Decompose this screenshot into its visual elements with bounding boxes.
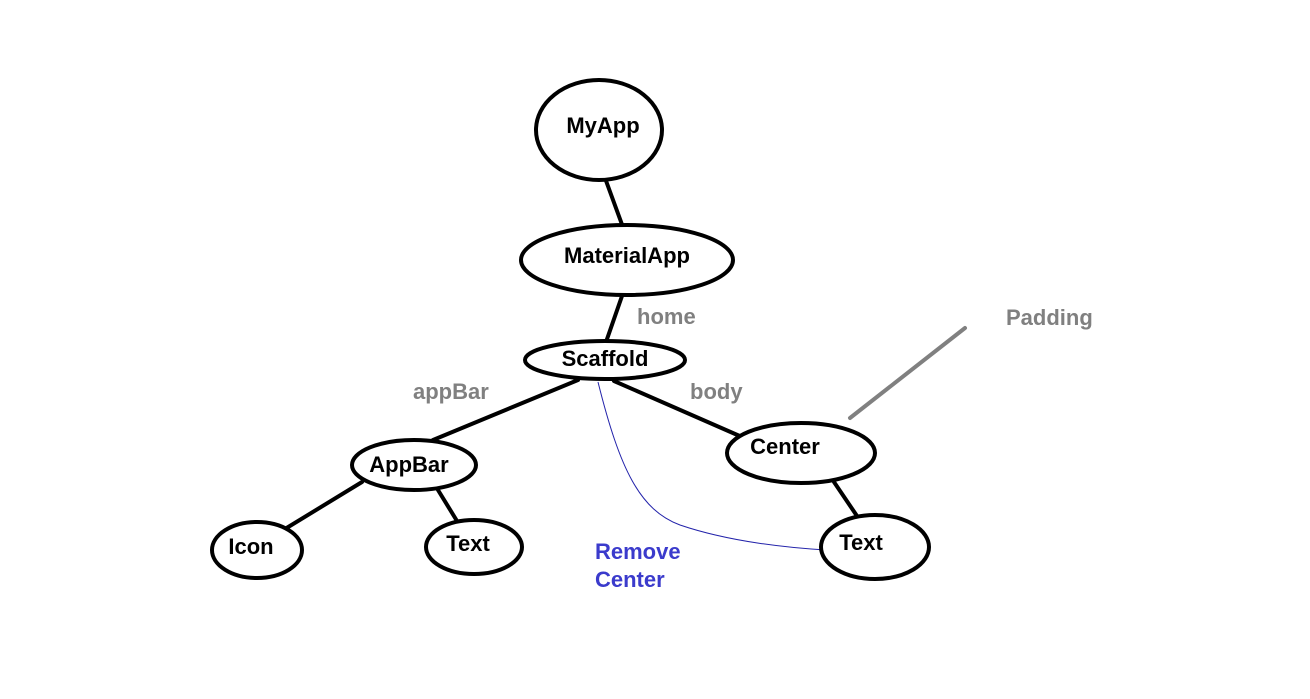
node-center: Center xyxy=(725,421,877,485)
node-label-materialapp: MaterialApp xyxy=(564,243,690,268)
node-myapp: MyApp xyxy=(534,78,664,182)
node-label-center-text: Text xyxy=(839,530,883,555)
node-label-center: Center xyxy=(750,434,820,459)
node-appbar-text: Text xyxy=(424,518,524,576)
node-label-myapp: MyApp xyxy=(566,113,639,138)
edge-appbar-icon xyxy=(278,480,364,534)
remove-annotation-line1: Remove xyxy=(595,539,681,564)
remove-annotation-line2: Center xyxy=(595,567,665,592)
edge-appbar-text xyxy=(436,488,459,523)
edge-materialapp-scaffold xyxy=(604,294,624,344)
node-icon: Icon xyxy=(210,520,304,580)
remove-center-curve xyxy=(597,381,827,551)
edge-scaffold-appbar xyxy=(431,378,580,442)
edge-scaffold-center xyxy=(612,379,744,439)
padding-pointer-line xyxy=(848,326,967,420)
edge-label-appbar: appBar xyxy=(413,379,489,404)
node-label-icon: Icon xyxy=(228,534,273,559)
padding-annotation: Padding xyxy=(1006,305,1093,330)
edge-label-body: body xyxy=(690,379,743,404)
node-center-text: Text xyxy=(819,513,931,581)
node-label-scaffold: Scaffold xyxy=(562,346,649,371)
node-scaffold: Scaffold xyxy=(523,339,687,381)
edge-myapp-materialapp xyxy=(603,176,626,232)
node-label-appbar: AppBar xyxy=(369,452,449,477)
node-appbar: AppBar xyxy=(350,438,478,492)
edge-label-home: home xyxy=(637,304,696,329)
node-label-appbar-text: Text xyxy=(446,531,490,556)
edge-center-text xyxy=(832,480,859,518)
node-materialapp: MaterialApp xyxy=(519,223,735,297)
